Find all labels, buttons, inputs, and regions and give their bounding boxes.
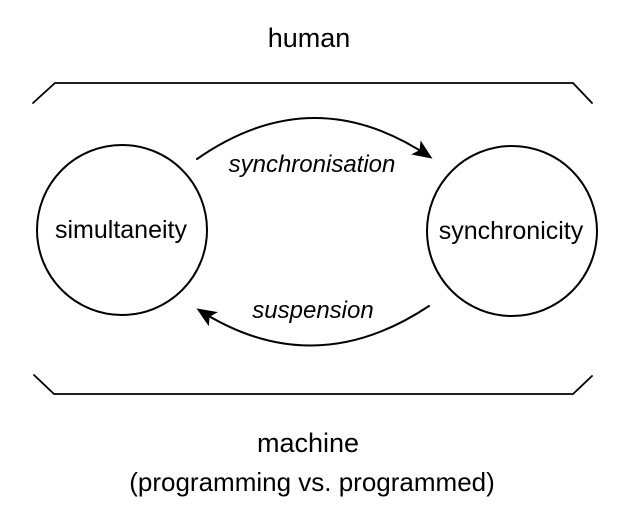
- simultaneity-node-label: simultaneity: [55, 216, 187, 244]
- synchronisation-arrow: [196, 117, 433, 160]
- machine-domain-sublabel: (programming vs. programmed): [129, 467, 495, 497]
- simultaneity-node: [36, 144, 208, 316]
- human-scope-bracket: [32, 82, 593, 104]
- synchronisation-edge-label: synchronisation: [229, 151, 396, 178]
- human-domain-label: human: [268, 23, 351, 53]
- synchronicity-node: [426, 145, 598, 317]
- machine-scope-bracket: [33, 374, 593, 395]
- synchronicity-node-label: synchronicity: [439, 217, 584, 245]
- machine-domain-label: machine: [257, 428, 359, 458]
- suspension-arrow: [196, 305, 430, 347]
- suspension-edge-label: suspension: [252, 297, 373, 324]
